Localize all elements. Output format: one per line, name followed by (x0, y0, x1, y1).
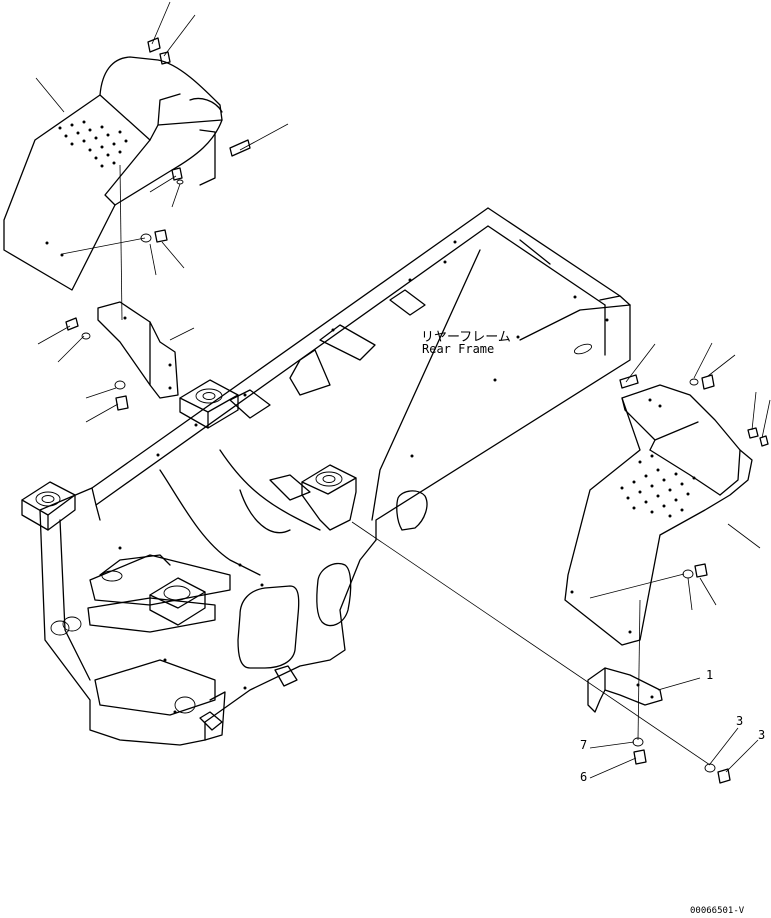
part-name-japanese: リヤーフレーム (421, 330, 511, 345)
callout-3-upper: 3 (736, 714, 744, 728)
rear-frame (21, 207, 631, 746)
callout-6: 6 (580, 770, 588, 784)
left-fender-holes (45, 120, 128, 257)
right-fender-holes (570, 398, 696, 634)
callout-7: 7 (580, 738, 588, 752)
callout-1: 1 (706, 668, 714, 682)
frame-holes (118, 240, 609, 714)
part-name-english: Rear Frame (422, 342, 495, 356)
leader-lines (35, 1, 771, 779)
left-fender (3, 37, 251, 411)
callout-3-lower: 3 (758, 728, 766, 742)
drawing-code: 00066501-V (690, 906, 745, 916)
